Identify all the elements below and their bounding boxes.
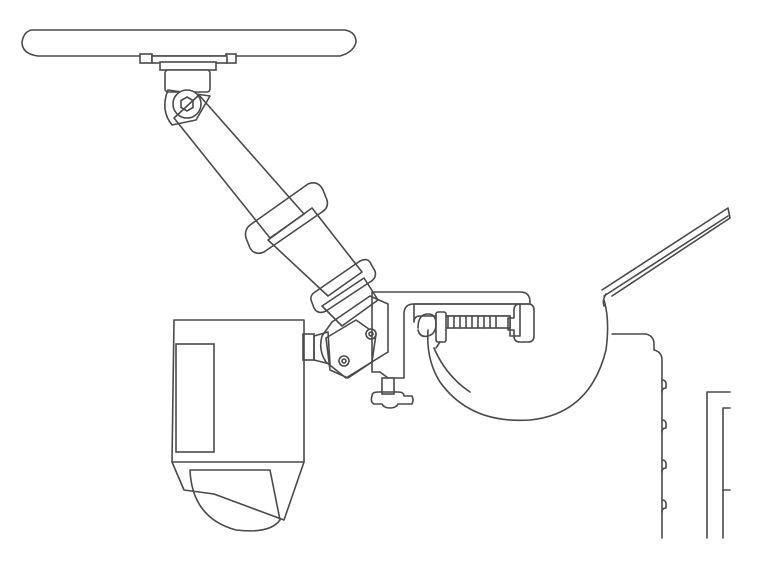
wall-icon [611, 333, 667, 539]
window-icon [706, 391, 731, 539]
line-art [21, 29, 731, 539]
swivel-arm-icon [164, 89, 389, 379]
gutter-icon [426, 299, 609, 422]
roof-edge-icon [601, 207, 731, 307]
camera-housing-icon [171, 319, 305, 532]
c-clamp-icon [370, 291, 535, 409]
solar-panel-icon [21, 29, 357, 93]
